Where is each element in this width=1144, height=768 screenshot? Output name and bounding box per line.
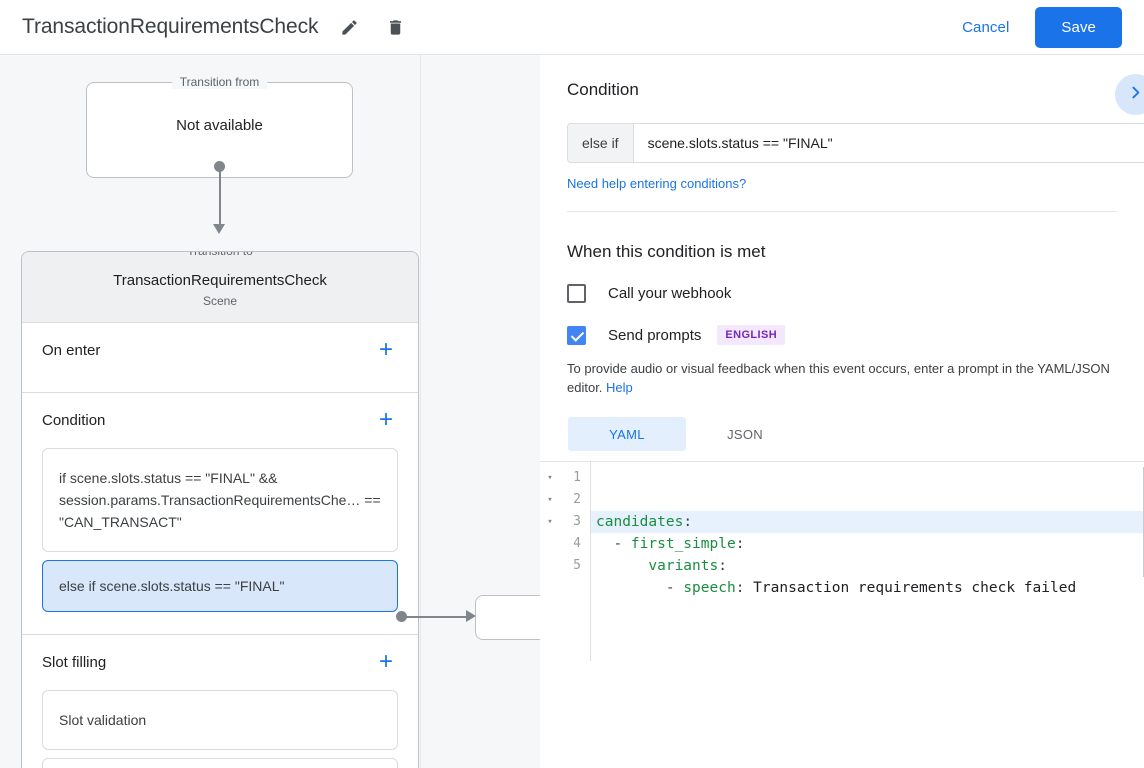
- editor-code-line[interactable]: variants:: [591, 555, 1144, 577]
- add-condition-button[interactable]: +: [378, 405, 393, 433]
- language-badge: ENGLISH: [717, 325, 786, 345]
- section-header-slot-filling: Slot filling +: [42, 635, 398, 690]
- line-number-value: 4: [573, 536, 581, 551]
- section-header-on-enter: On enter +: [42, 323, 398, 378]
- condition-input[interactable]: [633, 124, 1144, 162]
- next-node[interactable]: [475, 595, 540, 640]
- section-title-condition: Condition: [42, 412, 106, 429]
- line-number-value: 5: [573, 558, 581, 573]
- when-met-heading: When this condition is met: [567, 242, 766, 261]
- flow-canvas[interactable]: Transition from Not available Transition…: [0, 55, 540, 768]
- chevron-right-icon: [1127, 84, 1144, 106]
- section-header-condition: Condition +: [42, 393, 398, 448]
- connector-dot-condition: [396, 611, 407, 622]
- condition-item[interactable]: if scene.slots.status == "FINAL" && sess…: [42, 448, 398, 552]
- scene-title: TransactionRequirementsCheck: [113, 272, 327, 289]
- editor-code-line[interactable]: - first_simple:: [591, 533, 1144, 555]
- section-on-enter: On enter +: [22, 323, 418, 393]
- editor-code-line[interactable]: candidates:: [591, 511, 1144, 533]
- section-title-slot-filling: Slot filling: [42, 654, 107, 671]
- section-condition: Condition + if scene.slots.status == "FI…: [22, 393, 418, 635]
- page-title: TransactionRequirementsCheck: [22, 15, 319, 38]
- editor-line-number: ▾2: [540, 489, 590, 511]
- code-punctuation: :: [735, 536, 745, 552]
- send-prompts-row[interactable]: Send prompts ENGLISH: [567, 325, 1117, 345]
- expand-panel-button[interactable]: [1115, 74, 1144, 115]
- save-button[interactable]: Save: [1035, 6, 1122, 48]
- code-punctuation: :: [683, 514, 693, 530]
- when-met-block: When this condition is met Call your web…: [540, 212, 1144, 451]
- condition-item-selected[interactable]: else if scene.slots.status == "FINAL": [42, 560, 398, 612]
- transition-from-value: Not available: [176, 117, 263, 134]
- section-slot-filling: Slot filling + Slot validation Transacti…: [22, 635, 418, 768]
- code-key-token: candidates: [596, 514, 684, 530]
- condition-heading: Condition: [567, 80, 639, 99]
- code-indent: [596, 558, 648, 574]
- trash-icon: [386, 18, 405, 37]
- delete-button[interactable]: [380, 12, 410, 42]
- editor-code-area[interactable]: candidates: - first_simple: variants: - …: [591, 462, 1144, 661]
- call-webhook-label: Call your webhook: [608, 285, 732, 302]
- code-indent: -: [596, 580, 684, 596]
- transition-from-legend: Transition from: [171, 75, 268, 89]
- details-panel: Condition else if Need help entering con…: [540, 55, 1144, 768]
- code-punctuation: :: [718, 558, 727, 574]
- canvas-gridline: [420, 55, 421, 768]
- scene-card-header: Transition to TransactionRequirementsChe…: [22, 252, 418, 323]
- webhook-row[interactable]: Call your webhook: [567, 284, 1117, 303]
- scene-subtitle: Scene: [202, 294, 238, 308]
- add-on-enter-button[interactable]: +: [378, 335, 393, 363]
- prompts-helper-text: To provide audio or visual feedback when…: [567, 359, 1117, 397]
- fold-toggle-icon[interactable]: ▾: [547, 517, 553, 527]
- tab-json[interactable]: JSON: [727, 426, 763, 442]
- condition-prefix-label: else if: [568, 124, 634, 162]
- code-indent: -: [596, 536, 631, 552]
- connector-arrow-right: [466, 610, 476, 622]
- transition-to-legend: Transition to: [179, 252, 261, 258]
- connector-arrow-down: [213, 224, 225, 234]
- condition-help-link[interactable]: Need help entering conditions?: [567, 176, 747, 191]
- add-slot-filling-button[interactable]: +: [378, 647, 393, 675]
- line-number-value: 2: [573, 492, 581, 507]
- section-title-on-enter: On enter: [42, 342, 101, 359]
- call-webhook-checkbox[interactable]: [567, 284, 586, 303]
- fold-toggle-icon[interactable]: ▾: [547, 495, 553, 505]
- editor-line-number: 4: [540, 533, 590, 555]
- edit-title-button[interactable]: [334, 12, 364, 42]
- connector-line-vertical: [219, 167, 221, 229]
- line-number-value: 1: [573, 470, 581, 485]
- connector-line-horizontal: [406, 616, 467, 618]
- condition-block: Condition else if Need help entering con…: [540, 55, 1144, 212]
- code-key-token: speech: [683, 580, 736, 596]
- fold-toggle-icon[interactable]: ▾: [547, 473, 553, 483]
- editor-code-line[interactable]: - speech: Transaction requirements check…: [591, 577, 1144, 599]
- tab-yaml[interactable]: YAML: [568, 417, 686, 451]
- prompts-help-link[interactable]: Help: [606, 380, 633, 395]
- editor-code-line[interactable]: [591, 599, 1144, 621]
- editor-format-tabs: YAML JSON: [568, 417, 1117, 451]
- pencil-icon: [340, 18, 359, 37]
- app-header: TransactionRequirementsCheck Cancel Save: [0, 0, 1144, 55]
- editor-line-number: 5: [540, 555, 590, 577]
- slot-filling-item[interactable]: Slot validation: [42, 690, 398, 750]
- connector-dot-top: [214, 161, 225, 172]
- code-key-token: first_simple: [630, 536, 736, 552]
- panel-divider: [567, 211, 1117, 212]
- scene-card[interactable]: Transition to TransactionRequirementsChe…: [21, 251, 419, 768]
- code-key-token: variants: [648, 558, 719, 574]
- slot-filling-item[interactable]: TransactionRequirementsCheck: [42, 758, 398, 768]
- editor-line-number: ▾1: [540, 467, 590, 489]
- send-prompts-checkbox[interactable]: [567, 325, 586, 345]
- line-number-value: 3: [573, 514, 581, 529]
- condition-field-row: else if: [567, 123, 1144, 163]
- cancel-button[interactable]: Cancel: [950, 11, 1021, 44]
- send-prompts-label: Send prompts: [608, 326, 702, 344]
- editor-line-number: ▾3: [540, 511, 590, 533]
- prompts-helper-sentence: To provide audio or visual feedback when…: [567, 361, 1110, 395]
- code-value-token: Transaction requirements check failed: [744, 580, 1077, 596]
- code-punctuation: :: [735, 580, 745, 596]
